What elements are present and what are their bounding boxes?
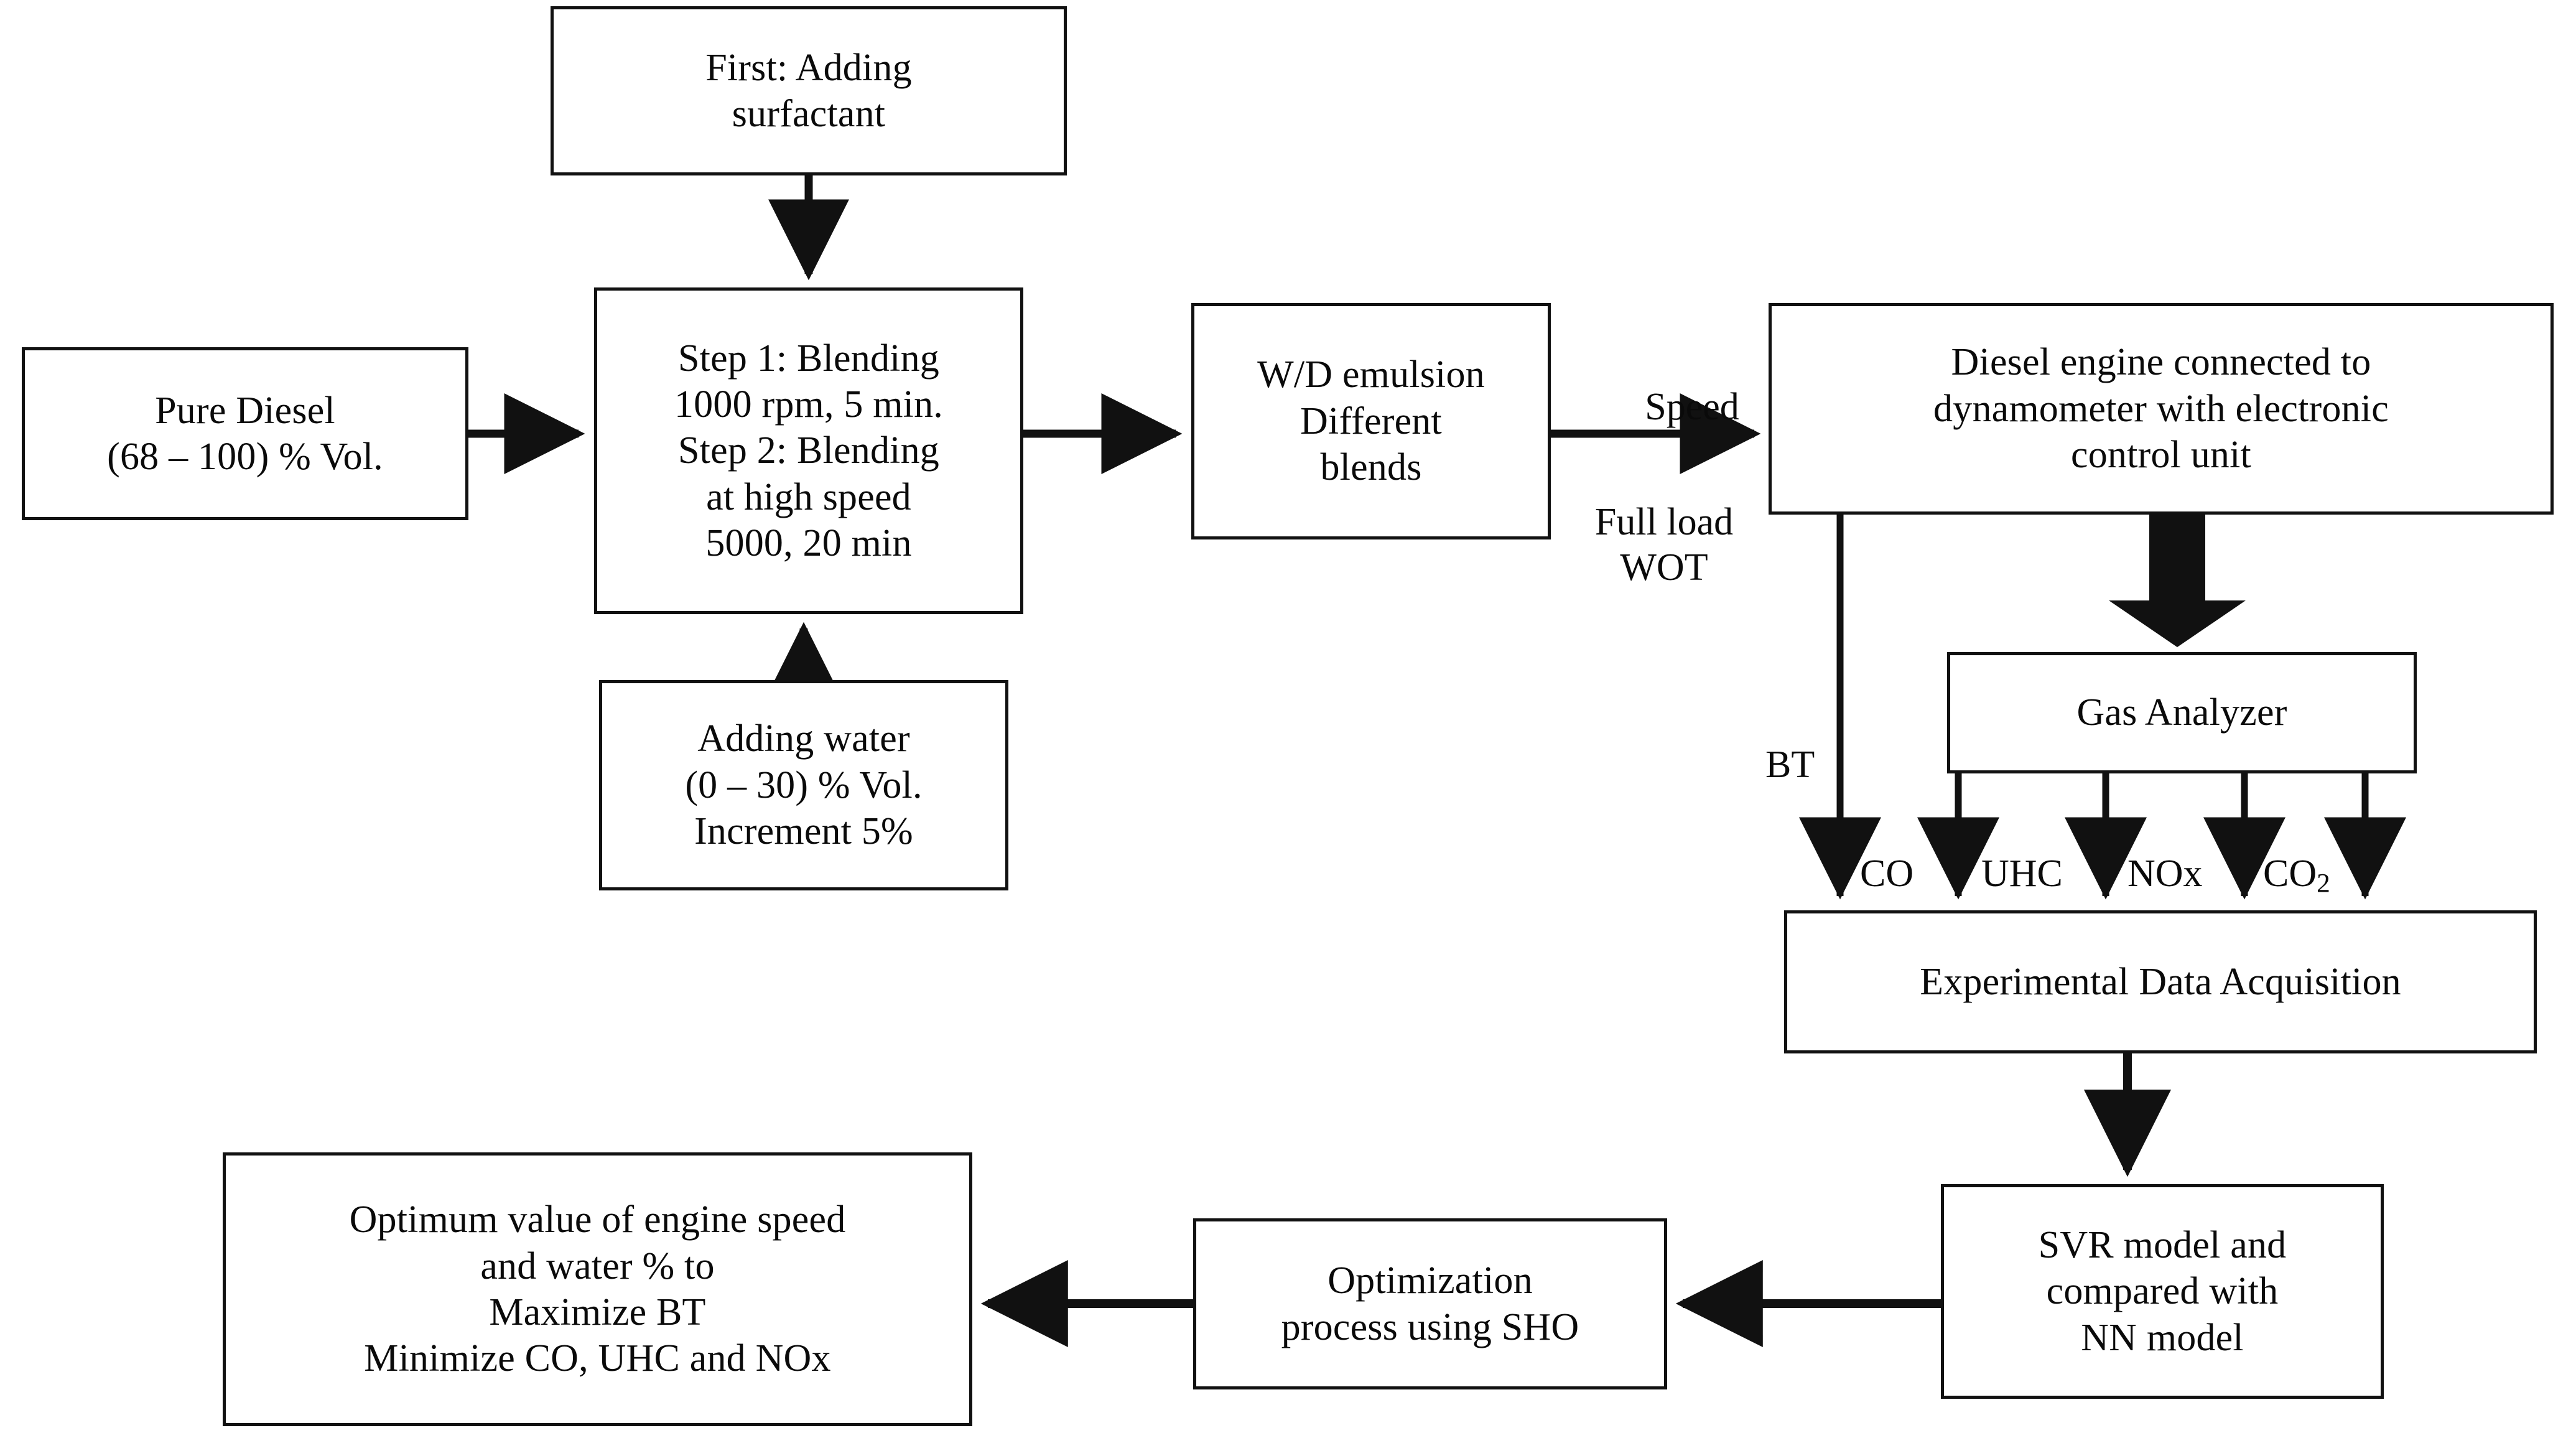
- node-diesel-engine[interactable]: Diesel engine connected to dynamometer w…: [1769, 303, 2554, 515]
- node-optimization-label: Optimization process using SHO: [1281, 1259, 1579, 1348]
- node-blending-label: Step 1: Blending 1000 rpm, 5 min. Step 2…: [674, 337, 944, 565]
- node-adding-water[interactable]: Adding water (0 – 30) % Vol. Increment 5…: [599, 680, 1008, 890]
- edge-label-co2-subscript: 2: [2317, 868, 2330, 899]
- edge-label-co: CO: [1860, 806, 1953, 897]
- node-adding-water-label: Adding water (0 – 30) % Vol. Increment 5…: [685, 717, 923, 853]
- node-diesel-engine-label: Diesel engine connected to dynamometer w…: [1933, 341, 2389, 477]
- edge-label-nox: NOx: [2127, 806, 2246, 897]
- node-data-acquisition-label: Experimental Data Acquisition: [1920, 960, 2401, 1003]
- node-wd-emulsion-label: W/D emulsion Different blends: [1257, 353, 1485, 489]
- node-data-acquisition[interactable]: Experimental Data Acquisition: [1784, 910, 2537, 1053]
- node-gas-analyzer[interactable]: Gas Analyzer: [1947, 652, 2417, 773]
- node-pure-diesel-label: Pure Diesel (68 – 100) % Vol.: [107, 389, 383, 478]
- node-adding-surfactant-label: First: Adding surfactant: [705, 46, 912, 135]
- node-adding-surfactant[interactable]: First: Adding surfactant: [551, 6, 1067, 175]
- edge-label-co-text: CO: [1860, 852, 1914, 895]
- node-svr-model[interactable]: SVR model and compared with NN model: [1941, 1184, 2384, 1399]
- node-wd-emulsion[interactable]: W/D emulsion Different blends: [1191, 303, 1551, 539]
- node-optimum-value[interactable]: Optimum value of engine speed and water …: [223, 1152, 972, 1426]
- edge-label-bt-text: BT: [1765, 744, 1815, 787]
- edge-engine-to-gas-analyzer: [2109, 515, 2246, 647]
- edge-label-co2-text: CO: [2263, 852, 2317, 895]
- edge-label-full-load-wot: Full load WOT: [1565, 454, 1764, 591]
- node-svr-model-label: SVR model and compared with NN model: [2038, 1223, 2287, 1359]
- edge-label-uhc: UHC: [1981, 806, 2106, 897]
- edge-label-uhc-text: UHC: [1981, 852, 2063, 895]
- node-optimization[interactable]: Optimization process using SHO: [1193, 1218, 1667, 1389]
- edge-label-nox-text: NOx: [2127, 852, 2203, 895]
- node-gas-analyzer-label: Gas Analyzer: [2076, 691, 2287, 734]
- node-optimum-value-label: Optimum value of engine speed and water …: [349, 1198, 846, 1380]
- node-pure-diesel[interactable]: Pure Diesel (68 – 100) % Vol.: [22, 347, 468, 520]
- edge-label-full-load-wot-text: Full load WOT: [1594, 501, 1734, 589]
- edge-label-speed: Speed: [1599, 339, 1785, 430]
- node-blending[interactable]: Step 1: Blending 1000 rpm, 5 min. Step 2…: [594, 287, 1023, 614]
- edge-label-bt: BT: [1765, 697, 1846, 788]
- edge-label-speed-text: Speed: [1645, 386, 1739, 429]
- edge-label-co2: CO2: [2263, 806, 2388, 900]
